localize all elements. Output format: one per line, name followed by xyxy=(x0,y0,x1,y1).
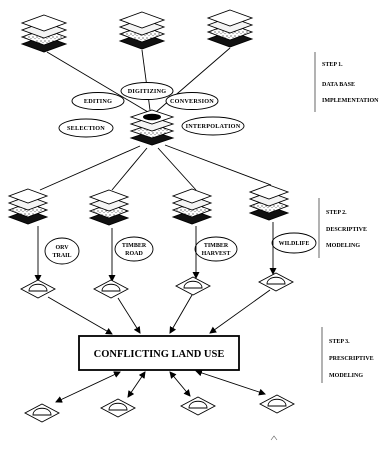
step-3-line-3: MODELING xyxy=(329,373,363,379)
operation-label: INTERPOLATION xyxy=(186,123,241,130)
theme-label-line-1: ORV xyxy=(55,245,69,251)
step-1-line-1: STEP 1. xyxy=(322,62,343,68)
operation-interpolation: INTERPOLATION xyxy=(181,116,245,136)
step-1-line-3: IMPLEMENTATION xyxy=(322,98,379,104)
theme-layer-stack-4 xyxy=(248,184,290,221)
theme-layer-stack-1 xyxy=(7,188,49,225)
layer-top xyxy=(248,184,290,200)
input-layer-stack-3 xyxy=(206,9,254,48)
theme-label-line-2: HARVEST xyxy=(202,251,231,257)
conflicting-land-use-box: CONFLICTING LAND USE xyxy=(78,335,240,371)
descriptive-arrows xyxy=(34,222,277,282)
layer-top xyxy=(171,188,213,204)
prescriptive-map-4 xyxy=(259,394,295,414)
operation-label: DIGITIZING xyxy=(128,88,166,95)
layer-top xyxy=(88,189,130,205)
center-title: CONFLICTING LAND USE xyxy=(94,349,225,360)
step-2-label: STEP 2. DESCRIPTIVE MODELING xyxy=(318,198,367,258)
step-2-line-3: MODELING xyxy=(326,243,360,249)
descriptive-map-1 xyxy=(20,279,56,299)
map-region xyxy=(101,283,121,292)
theme-layer-stack-3 xyxy=(171,188,213,225)
operation-label: CONVERSION xyxy=(170,98,214,105)
operation-conversion: CONVERSION xyxy=(165,92,219,110)
descriptive-map-3 xyxy=(175,276,211,296)
theme-layer-stack-2 xyxy=(88,189,130,226)
region-blob xyxy=(143,113,161,121)
map-region xyxy=(188,400,208,409)
theme-timber-road: TIMBER ROAD xyxy=(114,236,154,262)
theme-label-line-1: TIMBER xyxy=(204,243,229,249)
theme-label-line-2: ROAD xyxy=(125,251,143,257)
prescriptive-arrows xyxy=(55,369,266,403)
step-1-line-2: DATA BASE xyxy=(322,82,355,88)
operation-selection: SELECTION xyxy=(58,118,114,138)
step-3-line-2: PRESCRIPTIVE xyxy=(329,356,374,362)
operation-label: EDITING xyxy=(84,98,112,105)
theme-label-line-2: TRAIL xyxy=(52,253,71,259)
input-layer-stack-1 xyxy=(20,14,68,53)
map-region xyxy=(183,280,203,289)
step-2-line-2: DESCRIPTIVE xyxy=(326,227,367,233)
convergence-arrows xyxy=(47,289,271,335)
central-layer-stack xyxy=(129,109,175,146)
map-region xyxy=(108,402,128,411)
operation-editing: EDITING xyxy=(71,92,125,110)
map-region xyxy=(28,283,48,292)
theme-timber-harvest: TIMBER HARVEST xyxy=(194,236,238,262)
layer-top xyxy=(20,14,68,32)
layer-top xyxy=(7,188,49,204)
layer-top xyxy=(118,11,166,29)
theme-label-line-1: WILDLIFE xyxy=(279,241,310,247)
step-3-label: STEP 3. PRESCRIPTIVE MODELING xyxy=(321,327,374,383)
layer-top xyxy=(206,9,254,27)
operation-digitizing: DIGITIZING xyxy=(120,82,174,100)
scan-mark xyxy=(270,435,278,441)
prescriptive-map-3 xyxy=(180,396,216,416)
step-3-line-1: STEP 3. xyxy=(329,339,350,345)
map-region xyxy=(266,276,286,285)
operation-label: SELECTION xyxy=(67,125,105,132)
step-2-line-1: STEP 2. xyxy=(326,210,347,216)
input-layer-stack-2 xyxy=(118,11,166,50)
descriptive-map-2 xyxy=(93,279,129,299)
prescriptive-map-2 xyxy=(100,398,136,418)
step-1-label: STEP 1. DATA BASE IMPLEMENTATION xyxy=(314,52,379,112)
theme-label-line-1: TIMBER xyxy=(122,243,147,249)
theme-wildlife: WILDLIFE xyxy=(271,232,317,254)
theme-orv-trail: ORV TRAIL xyxy=(44,237,80,265)
prescriptive-map-1 xyxy=(24,403,60,423)
descriptive-map-4 xyxy=(258,272,294,292)
theme-connectors xyxy=(39,144,272,191)
map-region xyxy=(267,398,287,407)
map-region xyxy=(32,407,52,416)
